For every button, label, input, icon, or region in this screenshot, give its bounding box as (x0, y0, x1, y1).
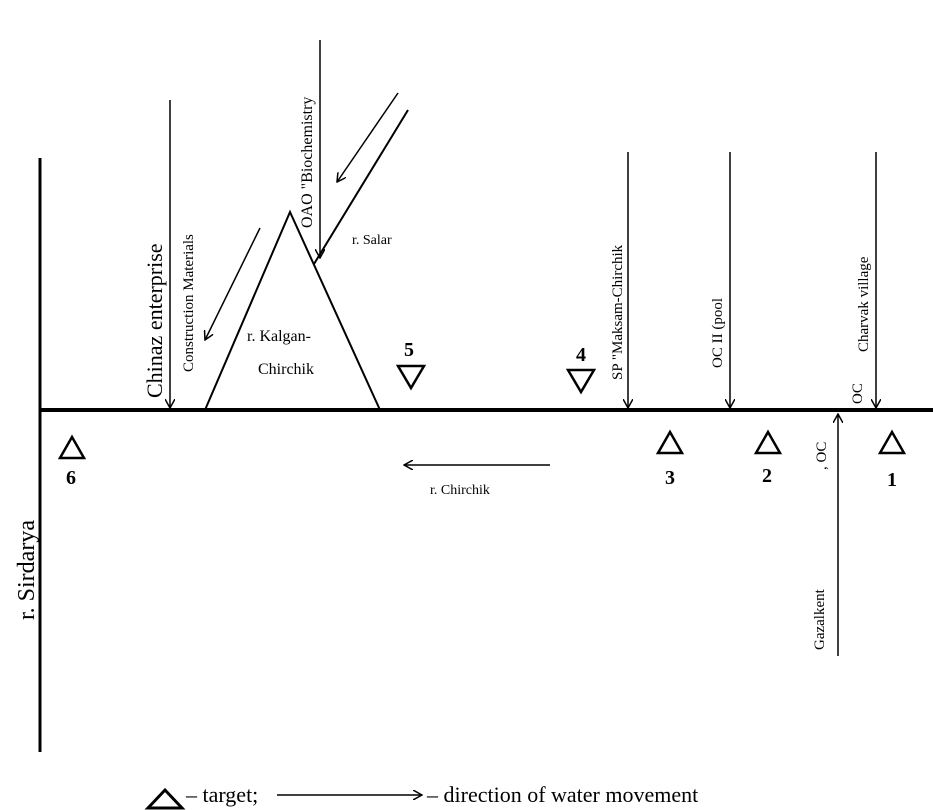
target-3-label: 3 (665, 467, 675, 489)
salar-flow-arrow (337, 92, 399, 182)
construction-materials-label: Construction Materials (181, 234, 197, 372)
salar-river-line (313, 109, 409, 265)
target-1-label: 1 (887, 469, 897, 491)
kalgan-label-line1: r. Kalgan- (247, 328, 311, 345)
target-6-marker (57, 434, 87, 460)
target-5-marker (395, 364, 427, 391)
salar-label: r. Salar (352, 233, 392, 248)
construction-flow-arrow (205, 227, 261, 340)
target-5-label: 5 (404, 339, 414, 361)
biochemistry-label: OAO "Biochemistry (299, 97, 316, 228)
kalgan-chirchik-river (204, 209, 381, 411)
legend-direction-text: – direction of water movement (426, 782, 698, 807)
charvak-label: Charvak village (856, 256, 872, 352)
oc-charvak-label: OC (850, 383, 866, 404)
kalgan-label-line2: Chirchik (258, 361, 314, 378)
target-6-label: 6 (66, 467, 76, 489)
oc-gazalkent-label: , OC (814, 442, 830, 470)
target-4-label: 4 (576, 344, 586, 366)
chinaz-enterprise-label: Chinaz enterprise (142, 243, 167, 398)
legend-target-icon (144, 787, 186, 810)
oc-pool-label: OC II (pool (710, 298, 726, 368)
chirchik-label: r. Chirchik (430, 483, 490, 498)
sirdarya-label: r. Sirdarya (14, 520, 40, 620)
gazalkent-label: Gazalkent (812, 588, 828, 650)
target-2-marker (753, 429, 783, 455)
target-2-label: 2 (762, 465, 772, 487)
maksam-label: SP "Maksam-Chirchik (610, 244, 626, 380)
target-4-marker (565, 368, 597, 395)
target-3-marker (655, 429, 685, 455)
legend-target-text: – target; (185, 782, 258, 807)
target-1-marker (877, 429, 907, 455)
